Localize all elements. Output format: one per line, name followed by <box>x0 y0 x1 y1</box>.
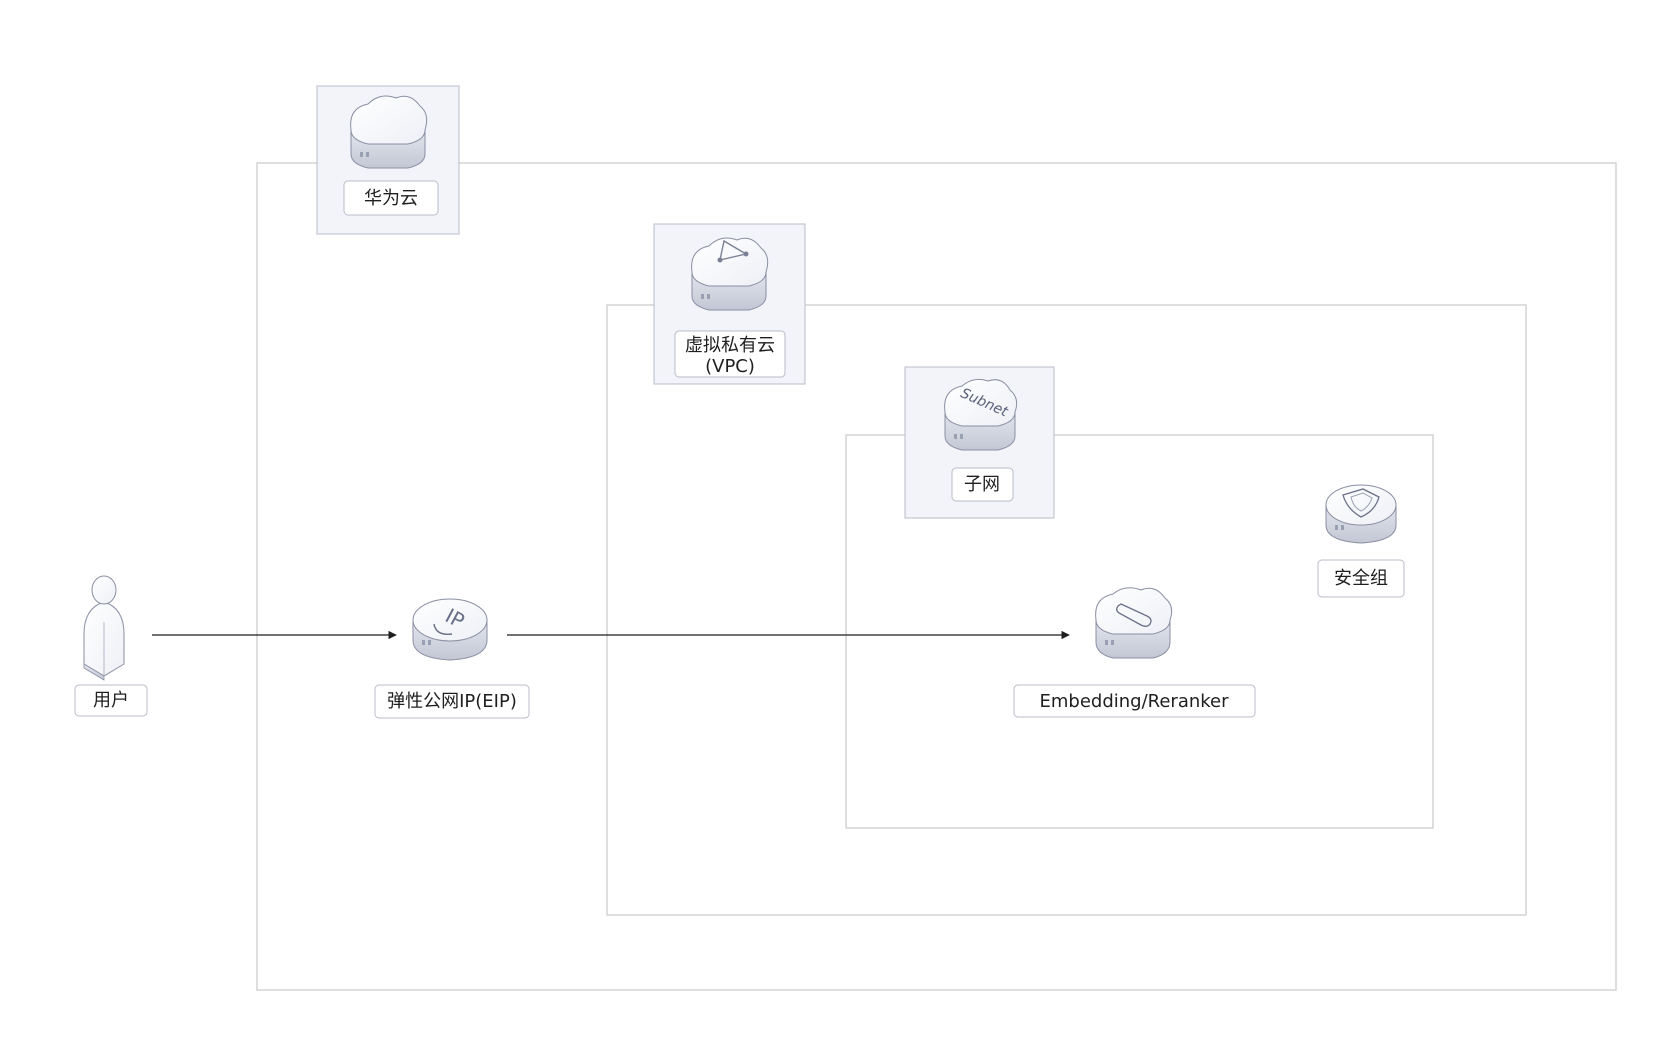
eip-node: IP 弹性公网IP(EIP) <box>374 598 530 719</box>
user-icon <box>83 575 125 681</box>
huawei-cloud-group <box>256 162 1617 991</box>
subnet-icon: Subnet <box>944 378 1018 451</box>
subnet-group <box>845 434 1434 829</box>
shield-icon <box>1325 484 1397 544</box>
security-group-label: 安全组 <box>1334 568 1388 589</box>
ecs-server-icon <box>1095 587 1173 659</box>
user-node: 用户 <box>74 575 148 717</box>
vpc-icon <box>691 237 769 311</box>
eip-icon: IP <box>412 598 488 661</box>
embedding-node: Embedding/Reranker <box>1013 587 1256 718</box>
user-label: 用户 <box>93 690 129 711</box>
embedding-label: Embedding/Reranker <box>1039 691 1229 712</box>
huawei-cloud-label: 华为云 <box>364 188 418 209</box>
security-group-node: 安全组 <box>1317 484 1405 598</box>
subnet-label: 子网 <box>964 474 1000 495</box>
vpc-badge: 虚拟私有云 (VPC) <box>653 223 806 385</box>
vpc-label-line2: (VPC) <box>705 356 755 377</box>
subnet-badge: Subnet 子网 <box>904 366 1055 519</box>
huawei-cloud-badge: 华为云 <box>316 85 460 235</box>
vpc-label-line1: 虚拟私有云 <box>685 335 775 356</box>
cloud-icon <box>350 95 428 169</box>
eip-label: 弹性公网IP(EIP) <box>387 691 517 712</box>
vpc-group <box>606 304 1527 916</box>
